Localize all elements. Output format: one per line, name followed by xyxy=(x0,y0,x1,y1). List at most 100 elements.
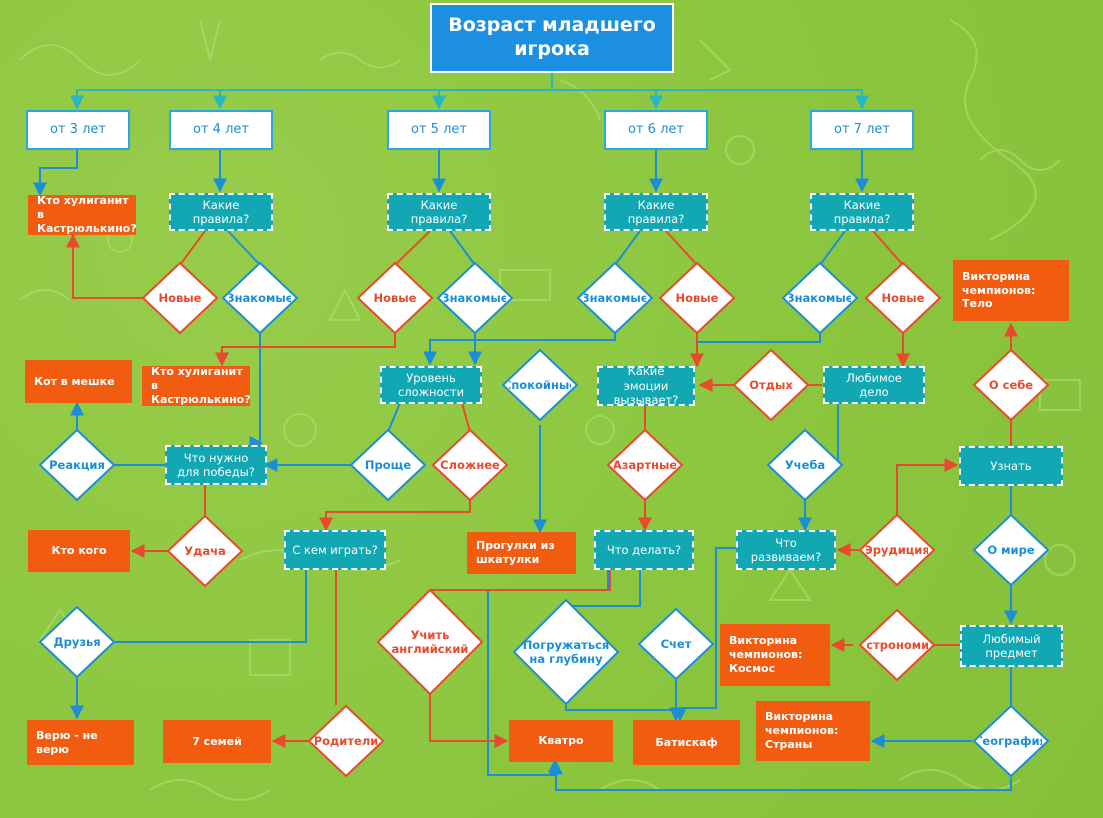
rules-question-age4: Какие правила? xyxy=(169,193,273,231)
choice-new-age4: Новые xyxy=(141,261,219,335)
choice-erudition-label: Эрудиция xyxy=(866,542,928,557)
develops-question: Что развиваем? xyxy=(736,530,836,570)
choice-study-shape xyxy=(766,428,844,502)
result-hooligan-age5: Кто хулиганит в Кастрюлькино? xyxy=(142,365,251,406)
choice-familiar-age7-shape xyxy=(781,261,859,335)
choice-new-age7-shape xyxy=(864,261,942,335)
choice-familiar-age6-shape xyxy=(576,261,654,335)
result-quiz-body: Викторина чемпионов: Тело xyxy=(953,260,1069,321)
choice-dive-deep-label: Погружаться на глубину xyxy=(522,637,610,666)
choice-new-age6-label: Новые xyxy=(675,290,719,305)
choice-study: Учеба xyxy=(766,428,844,502)
choice-learn-english: Учить английский xyxy=(376,588,484,696)
choice-harder: Сложнее xyxy=(431,428,509,502)
choice-easier-shape xyxy=(349,428,427,502)
choice-easier: Проще xyxy=(349,428,427,502)
result-seven-families: 7 семей xyxy=(163,720,271,763)
choice-geography: География xyxy=(972,704,1050,778)
choice-familiar-age5: Знакомые xyxy=(436,261,514,335)
choice-luck: Удача xyxy=(166,514,244,588)
choice-geography-shape xyxy=(972,704,1050,778)
choice-parents-shape xyxy=(307,704,385,778)
flowchart-title-text: Возраст младшего игрока xyxy=(448,14,656,60)
result-kvatro: Кватро xyxy=(509,720,613,762)
choice-familiar-age4-label: Знакомые xyxy=(229,290,291,305)
choice-about-world-label: О мире xyxy=(987,542,1035,557)
choice-count-label: Счет xyxy=(660,636,692,651)
rules-question-age6: Какие правила? xyxy=(604,193,708,231)
choice-new-age5-shape xyxy=(356,261,434,335)
choice-gambling: Азартные xyxy=(606,428,684,502)
rules-question-age5: Какие правила? xyxy=(387,193,491,231)
choice-new-age7: Новые xyxy=(864,261,942,335)
choice-familiar-age6: Знакомые xyxy=(576,261,654,335)
choice-gambling-shape xyxy=(606,428,684,502)
result-quiz-space: Викторина чемпионов: Космос xyxy=(720,624,830,686)
result-batiskaf: Батискаф xyxy=(633,720,740,765)
choice-new-age7-label: Новые xyxy=(881,290,925,305)
choice-study-label: Учеба xyxy=(784,457,826,472)
with-whom-question: С кем играть? xyxy=(284,530,386,570)
choice-count-shape xyxy=(637,607,715,681)
flowchart-title: Возраст младшего игрока xyxy=(430,3,674,73)
choice-about-world-shape xyxy=(972,513,1050,587)
choice-new-age6: Новые xyxy=(658,261,736,335)
choice-erudition: Эрудиция xyxy=(858,513,936,587)
choice-calm-label: Спокойные xyxy=(509,377,571,392)
choice-dive-deep: Погружаться на глубину xyxy=(512,598,620,706)
age-4-box: от 4 лет xyxy=(169,110,273,150)
choice-about-self-shape xyxy=(972,348,1050,422)
choice-familiar-age6-label: Знакомые xyxy=(584,290,646,305)
choice-geography-label: География xyxy=(980,733,1042,748)
result-hooligan-age3: Кто хулиганит в Кастрюлькино? xyxy=(28,194,137,235)
choice-gambling-label: Азартные xyxy=(614,457,676,472)
choice-rest-shape xyxy=(732,348,810,422)
choice-about-world: О мире xyxy=(972,513,1050,587)
choice-calm-shape xyxy=(501,348,579,422)
choice-erudition-shape xyxy=(858,513,936,587)
choice-count: Счет xyxy=(637,607,715,681)
choice-new-age5: Новые xyxy=(356,261,434,335)
choice-familiar-age4: Знакомые xyxy=(221,261,299,335)
rules-question-age7: Какие правила? xyxy=(810,193,914,231)
result-quiz-countries: Викторина чемпионов: Страны xyxy=(756,701,870,761)
age-6-box: от 6 лет xyxy=(604,110,708,150)
choice-luck-shape xyxy=(166,514,244,588)
choice-familiar-age7: Знакомые xyxy=(781,261,859,335)
result-believe: Верю - не верю xyxy=(27,720,134,765)
choice-friends-shape xyxy=(38,605,116,679)
choice-rest-label: Отдых xyxy=(749,377,793,392)
choice-easier-label: Проще xyxy=(364,457,412,472)
choice-familiar-age5-label: Знакомые xyxy=(444,290,506,305)
choice-familiar-age5-shape xyxy=(436,261,514,335)
choice-about-self: О себе xyxy=(972,348,1050,422)
choice-new-age6-shape xyxy=(658,261,736,335)
choice-new-age4-shape xyxy=(141,261,219,335)
choice-familiar-age7-label: Знакомые xyxy=(789,290,851,305)
choice-reaction: Реакция xyxy=(38,428,116,502)
result-cat-in-bag: Кот в мешке xyxy=(25,360,132,403)
choice-learn-english-label: Учить английский xyxy=(391,627,469,656)
result-who-whom: Кто кого xyxy=(28,530,130,572)
age-5-box: от 5 лет xyxy=(387,110,491,150)
learn-question: Узнать xyxy=(959,446,1063,486)
what-to-do-question: Что делать? xyxy=(594,530,694,570)
difficulty-question: Уровень сложности xyxy=(380,366,482,404)
age-7-box: от 7 лет xyxy=(810,110,914,150)
choice-reaction-shape xyxy=(38,428,116,502)
age-3-box: от 3 лет xyxy=(26,110,130,150)
choice-astronomy-label: Астрономия xyxy=(866,637,928,652)
choice-learn-english-shape xyxy=(376,588,484,696)
favorite-subject-question: Любимый предмет xyxy=(960,625,1063,667)
choice-astronomy: Астрономия xyxy=(858,608,936,682)
win-question: Что нужно для победы? xyxy=(165,445,267,485)
favorite-activity-question: Любимое дело xyxy=(823,366,925,404)
choice-familiar-age4-shape xyxy=(221,261,299,335)
choice-harder-shape xyxy=(431,428,509,502)
choice-parents: Родители xyxy=(307,704,385,778)
choice-dive-deep-shape xyxy=(512,598,620,706)
choice-friends-label: Друзья xyxy=(53,634,101,649)
